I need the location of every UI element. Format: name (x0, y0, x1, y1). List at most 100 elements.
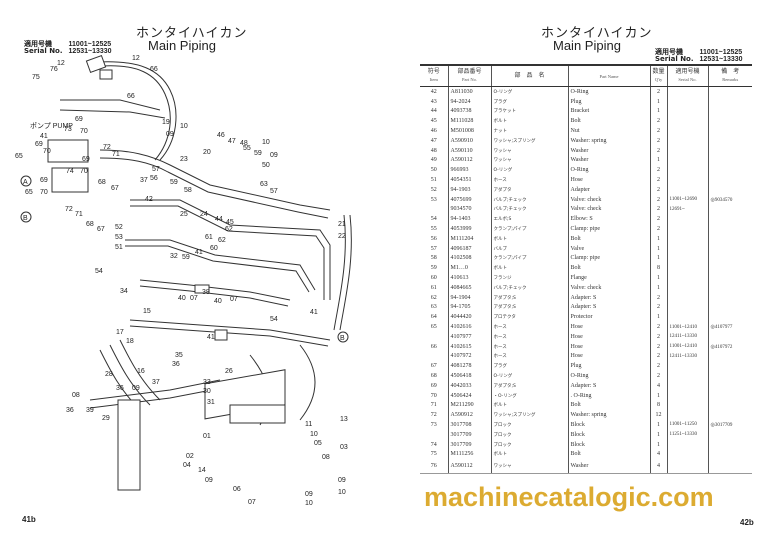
callout-label: 41 (40, 133, 48, 140)
cell-name-jp: プラグ (490, 96, 568, 107)
cell-remarks (707, 135, 752, 146)
cell-part-no: A590110 (447, 145, 491, 156)
callout-label: 10 (180, 123, 188, 130)
callout-label: 67 (111, 185, 119, 192)
cell-remarks (707, 116, 752, 127)
cell-item: 72 (430, 412, 437, 419)
cell-serial (666, 96, 708, 107)
pipe-lines (59, 61, 352, 426)
cell-part-name: Adapter: S (567, 380, 650, 391)
cell-item: 56 (430, 235, 437, 242)
cell-name-jp: ホース (490, 351, 568, 362)
cell-part-no: 94-1403 (447, 214, 491, 225)
cell-part-no: 4054351 (447, 175, 491, 185)
cell-remarks (707, 371, 752, 381)
cell-item: 46 (430, 128, 437, 135)
callout-label: 72 (103, 144, 111, 151)
callout-label: 54 (95, 268, 103, 275)
cell-name-jp: バルブ;チェック (490, 282, 568, 293)
callout-label: 48 (240, 140, 248, 147)
cell-part-no: 94-1903 (447, 184, 491, 195)
callout-label: 70 (43, 148, 51, 155)
cell-item (420, 205, 448, 215)
cell-serial (666, 390, 708, 401)
callout-label: 13 (340, 416, 348, 423)
callout-label: 01 (203, 433, 211, 440)
cell-qty: 1 (649, 439, 667, 450)
cell-item: 45 (430, 118, 437, 125)
cell-item: 52 (430, 186, 437, 193)
callout-label: 41 (310, 309, 318, 316)
callout-label: 69 (40, 177, 48, 184)
cell-item: 53 (430, 196, 437, 203)
cell-remarks (707, 439, 752, 450)
cell-qty: 1 (649, 96, 667, 107)
cell-part-name: Block (567, 429, 650, 440)
cell-part-name: Washer (567, 459, 650, 475)
cell-qty: 2 (649, 322, 667, 332)
cell-name-jp: ボルト (490, 449, 568, 460)
cell-remarks (707, 224, 752, 234)
cell-part-name: Plug (567, 361, 650, 372)
callout-label: 62 (218, 237, 226, 244)
cell-part-name: . O-Ring (567, 390, 650, 401)
cell-name-jp: プラグ (490, 361, 568, 372)
callout-label: 44 (215, 216, 223, 223)
header-part-name: Part Name (567, 64, 650, 87)
cell-qty: 12 (649, 410, 667, 421)
cell-qty: 2 (649, 361, 667, 372)
cell-qty: 2 (649, 184, 667, 195)
serial-label-jp: 適用号機 (655, 48, 683, 56)
cell-item (420, 352, 448, 362)
cell-part-no: A590112 (447, 459, 491, 475)
cell-part-name: Hose (567, 341, 650, 352)
cell-part-no: 4084665 (447, 282, 491, 293)
cell-part-no: 9034570 (447, 204, 491, 215)
callout-label: 04 (183, 462, 191, 469)
cell-remarks (707, 351, 752, 362)
cell-part-name: Adapter (567, 184, 650, 195)
callout-label: 18 (126, 338, 134, 345)
cell-name-jp: ・O-リング (490, 390, 568, 401)
cell-part-no: 4107972 (447, 351, 491, 362)
cell-part-no: 4053999 (447, 224, 491, 234)
cell-qty: 1 (649, 420, 667, 430)
callout-label: 17 (116, 329, 124, 336)
cell-remarks (707, 282, 752, 293)
cell-name-jp: ワッシャ;スプリング (490, 135, 568, 146)
cell-qty: 2 (649, 175, 667, 185)
callout-label: 57 (152, 166, 160, 173)
callout-label: 34 (120, 288, 128, 295)
cell-qty: 1 (649, 233, 667, 244)
cell-remarks: ◎4107972 (707, 341, 752, 352)
callout-label: 08 (322, 454, 330, 461)
cell-part-name: Nut (567, 126, 650, 136)
cell-serial (666, 224, 708, 234)
cell-part-no: 4075699 (447, 194, 491, 205)
cell-part-name: Hose (567, 351, 650, 362)
callout-label: 42 (145, 196, 153, 203)
callout-label: 36 (172, 361, 180, 368)
cell-serial (666, 380, 708, 391)
cell-item: 66 (430, 343, 437, 350)
left-title-en: Main Piping (148, 38, 216, 53)
cell-name-jp: バルブ;チェック (490, 194, 568, 205)
cell-name-jp: O-リング (490, 165, 568, 176)
cell-serial: 11001~12690 (666, 194, 708, 205)
callout-label: 69 (35, 141, 43, 148)
cell-remarks (707, 175, 752, 185)
cell-remarks (707, 86, 752, 97)
cell-remarks (707, 233, 752, 244)
cell-serial (666, 312, 708, 323)
left-title-jp: ホンタイハイカン (136, 26, 248, 41)
callout-label: 57 (270, 188, 278, 195)
